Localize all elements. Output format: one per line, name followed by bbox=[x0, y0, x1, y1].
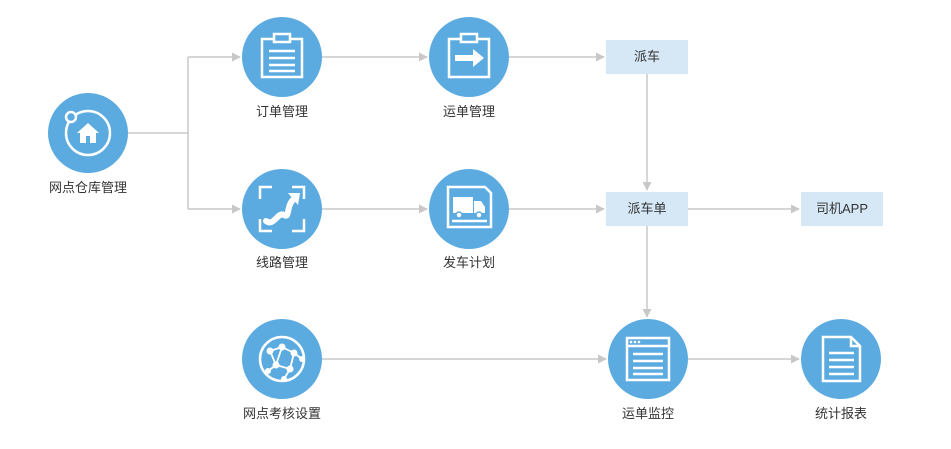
route-label: 线路管理 bbox=[255, 255, 308, 270]
dispatch-plan-node[interactable] bbox=[429, 169, 509, 249]
clipboard-arrow-icon bbox=[447, 32, 491, 79]
assessment-node[interactable] bbox=[242, 319, 322, 399]
dispatch-plan-label: 发车计划 bbox=[442, 255, 495, 270]
report-label: 统计报表 bbox=[814, 406, 867, 421]
network-icon bbox=[258, 335, 306, 383]
waybill-node[interactable] bbox=[429, 17, 509, 97]
dispatch-order-box[interactable]: 派车单 bbox=[606, 192, 688, 226]
document-icon bbox=[821, 335, 862, 383]
order-node[interactable] bbox=[242, 17, 322, 97]
monitor-label: 运单监控 bbox=[621, 406, 674, 421]
assessment-label: 网点考核设置 bbox=[242, 406, 321, 421]
truck-icon bbox=[446, 185, 493, 229]
house-icon bbox=[64, 109, 112, 157]
driver-app-box[interactable]: 司机APP bbox=[801, 192, 883, 226]
report-node[interactable] bbox=[801, 319, 881, 399]
warehouse-label: 网点仓库管理 bbox=[48, 180, 127, 195]
order-label: 订单管理 bbox=[255, 104, 308, 119]
clipboard-icon bbox=[260, 32, 304, 79]
dispatch-box[interactable]: 派车 bbox=[606, 40, 688, 74]
monitor-node[interactable] bbox=[608, 319, 688, 399]
browser-window-icon bbox=[625, 336, 671, 382]
route-icon bbox=[258, 185, 306, 233]
waybill-label: 运单管理 bbox=[442, 104, 495, 119]
warehouse-node[interactable] bbox=[48, 93, 128, 173]
route-node[interactable] bbox=[242, 169, 322, 249]
